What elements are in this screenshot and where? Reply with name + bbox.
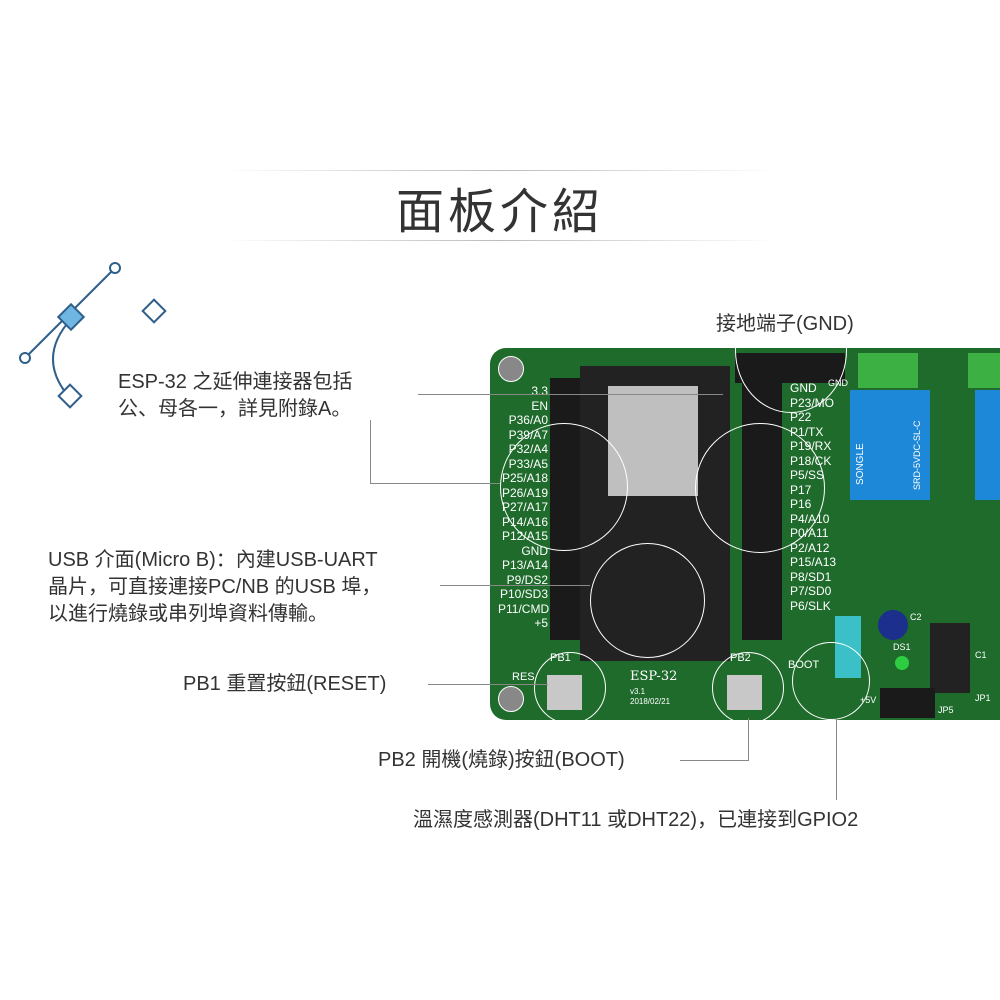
connector-note: ESP-32 之延伸連接器包括公、母各一，詳見附錄A。 (118, 371, 353, 420)
jp5-silk: JP5 (938, 705, 954, 715)
highlight-pb1 (534, 652, 606, 720)
p5v-silk: +5V (860, 695, 877, 705)
connector-leader (370, 420, 371, 483)
board-version: v3.1 (630, 687, 646, 696)
relay-spec-label: SRD-5VDC-SL-C (912, 420, 922, 490)
mount-hole (498, 356, 524, 382)
pb2-note: PB2 開機(燒錄)按鈕(BOOT) (378, 749, 625, 771)
c2-silk: C2 (910, 612, 922, 622)
capacitor-c2 (878, 610, 908, 640)
jp1-silk: JP1 (975, 693, 991, 703)
board-title: ESP-32 (630, 669, 678, 684)
terminal-block (858, 353, 918, 388)
c1-silk: C1 (975, 650, 987, 660)
led-ds1 (895, 656, 909, 670)
title-rule-bottom (220, 240, 780, 241)
dht-leader (836, 718, 837, 800)
relay-label: SONGLE (855, 443, 866, 485)
mount-hole (498, 686, 524, 712)
dht-note: 溫濕度感測器(DHT11 或DHT22)，已連接到GPIO2 (413, 809, 859, 831)
highlight-left-header (500, 423, 628, 551)
connector-leader (370, 483, 500, 484)
regulator (930, 623, 970, 693)
jp5-header (880, 688, 935, 718)
highlight-usb (590, 543, 705, 658)
terminal-block (968, 353, 1000, 388)
pb1-note: PB1 重置按鈕(RESET) (183, 673, 387, 695)
bezier-pen-icon (19, 262, 167, 409)
connector-leader (418, 394, 723, 395)
pb1-leader (428, 684, 548, 685)
highlight-dht (792, 642, 870, 720)
page-title: 面板介紹 (395, 184, 604, 240)
ds1-silk: DS1 (893, 642, 911, 652)
title-rule-top (220, 170, 780, 171)
usb-leader (440, 585, 590, 586)
pb2-leader (748, 718, 749, 761)
res-silk: RES (512, 671, 535, 683)
gnd-terminal-note: 接地端子(GND) (716, 313, 854, 335)
board-date: 2018/02/21 (630, 697, 671, 706)
highlight-pb2 (712, 652, 784, 720)
pb2-leader (680, 760, 748, 761)
relay (975, 390, 1000, 500)
relay: SONGLE SRD-5VDC-SL-C (850, 390, 930, 500)
highlight-right-header (695, 423, 825, 553)
